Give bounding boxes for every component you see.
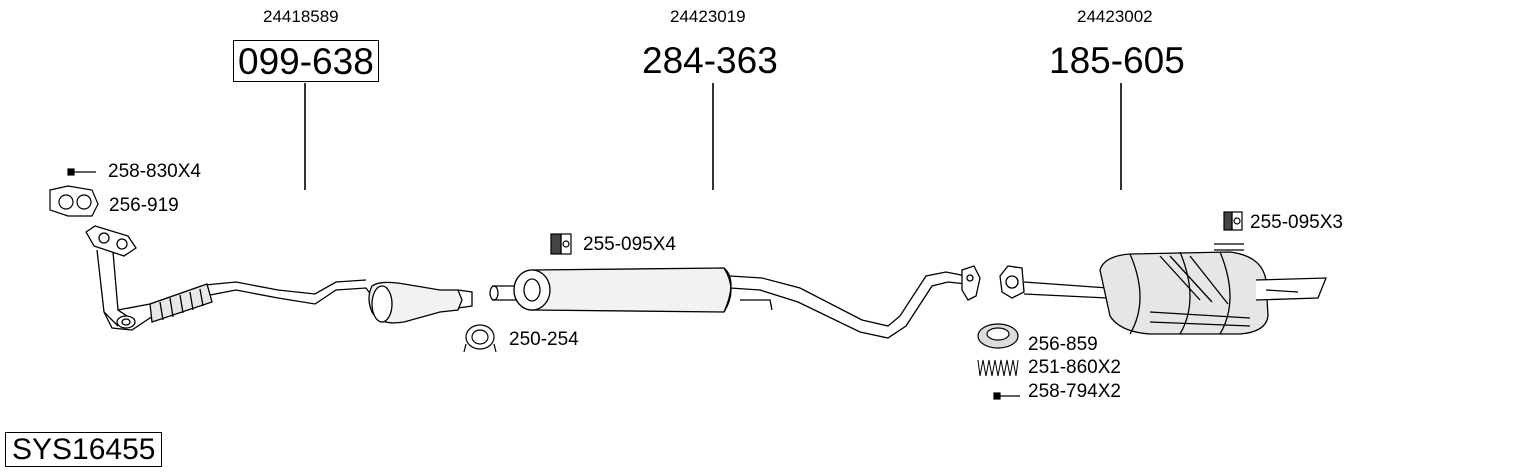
oe-number-front-pipe: 24418589 bbox=[263, 7, 339, 26]
rubber-mount-rear-icon bbox=[1223, 211, 1243, 231]
accessory-clamp-label[interactable]: 250-254 bbox=[509, 329, 579, 350]
accessory-rubber-mount-middle-label[interactable]: 255-095X4 bbox=[583, 234, 676, 255]
oe-number-rear-silencer: 24423002 bbox=[1077, 7, 1153, 26]
accessory-rubber-mount-rear-label[interactable]: 255-095X3 bbox=[1250, 212, 1343, 233]
bolt-front-icon bbox=[67, 168, 96, 176]
rubber-mount-middle-icon bbox=[550, 233, 572, 255]
oe-number-middle-silencer: 24423019 bbox=[670, 7, 746, 26]
part-number-middle-silencer[interactable]: 284-363 bbox=[642, 40, 778, 81]
clamp-icon bbox=[463, 324, 497, 353]
accessory-gasket-front-label[interactable]: 256-919 bbox=[109, 195, 179, 216]
accessory-bolt-front-label[interactable]: 258-830X4 bbox=[108, 161, 201, 182]
part-number-rear-silencer[interactable]: 185-605 bbox=[1049, 40, 1185, 81]
accessory-bolt-rear-label[interactable]: 258-794X2 bbox=[1028, 381, 1121, 402]
gasket-ring-icon bbox=[977, 323, 1019, 349]
middle-silencer-drawing bbox=[489, 265, 981, 339]
front-pipe-drawing bbox=[85, 225, 473, 331]
system-code: SYS16455 bbox=[5, 432, 163, 467]
spring-icon bbox=[977, 359, 1019, 377]
accessory-spring-label[interactable]: 251-860X2 bbox=[1028, 357, 1121, 378]
accessory-gasket-ring-label[interactable]: 256-859 bbox=[1028, 334, 1098, 355]
part-number-front-pipe[interactable]: 099-638 bbox=[233, 40, 379, 82]
bolt-rear-icon bbox=[993, 392, 1020, 400]
rear-silencer-drawing bbox=[999, 243, 1327, 335]
gasket-front-icon bbox=[49, 185, 99, 217]
